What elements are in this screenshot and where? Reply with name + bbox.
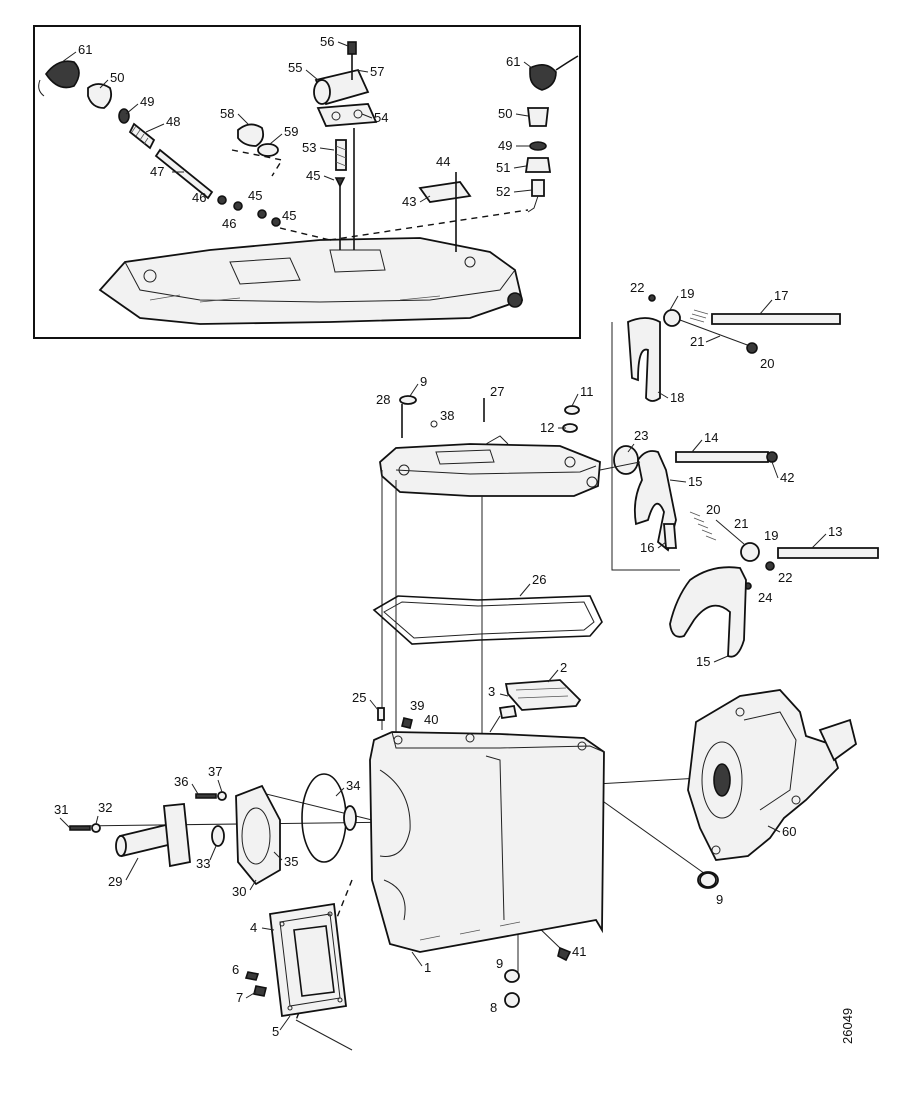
figure-code: 26049 [840,1008,855,1044]
label-14: 14 [704,430,718,445]
label-45-lower: 45 [306,168,320,183]
label-34: 34 [346,778,360,793]
label-46-upper: 46 [192,190,206,205]
inset-cover-housing [98,237,524,325]
label-48: 48 [166,114,180,129]
label-5: 5 [272,1024,279,1039]
label-22-upper: 22 [630,280,644,295]
top-cover [379,395,601,497]
label-58: 58 [220,106,234,121]
main-gearbox-case [369,679,605,1008]
inset-lever-assembly [313,41,378,250]
inset-linkage-left [38,60,331,241]
label-31: 31 [54,802,68,817]
label-42: 42 [780,470,794,485]
label-19-lower: 19 [764,528,778,543]
part-number-labels: 61 50 49 48 47 46 45 46 45 58 59 56 55 5… [54,34,855,1044]
label-61-right: 61 [506,54,520,69]
label-25: 25 [352,690,366,705]
label-20-upper: 20 [760,356,774,371]
label-49-left: 49 [140,94,154,109]
label-35: 35 [284,854,298,869]
label-24: 24 [758,590,772,605]
label-57: 57 [370,64,384,79]
label-13-right: 13 [828,524,842,539]
label-4: 4 [250,920,257,935]
label-61-left: 61 [78,42,92,57]
label-27: 27 [490,384,504,399]
label-33: 33 [196,856,210,871]
label-45-upper: 45 [248,188,262,203]
label-60: 60 [782,824,796,839]
input-shaft-group [69,773,357,886]
label-2: 2 [560,660,567,675]
label-55: 55 [288,60,302,75]
label-59: 59 [284,124,298,139]
label-21-upper: 21 [690,334,704,349]
label-7: 7 [236,990,243,1005]
label-21-lower: 21 [734,516,748,531]
shift-forks-assembly [611,294,879,658]
label-6: 6 [232,962,239,977]
label-43: 43 [402,194,416,209]
label-36: 36 [174,774,188,789]
label-44: 44 [436,154,450,169]
label-18: 18 [670,390,684,405]
label-1: 1 [424,960,431,975]
label-51: 51 [496,160,510,175]
bolt-9-right [699,872,717,888]
label-19-upper: 19 [680,286,694,301]
rear-housing [687,689,858,889]
label-45-middle: 45 [282,208,296,223]
label-15-upper: 15 [688,474,702,489]
label-11: 11 [580,384,594,399]
label-50-right: 50 [498,106,512,121]
label-52: 52 [496,184,510,199]
label-29: 29 [108,874,122,889]
label-3: 3 [488,684,495,699]
label-17: 17 [774,288,788,303]
label-28: 28 [376,392,390,407]
label-16: 16 [640,540,654,555]
label-50-left: 50 [110,70,124,85]
label-9-bottom: 9 [496,956,503,971]
label-39: 39 [410,698,424,713]
inset-sender-chain [524,55,579,213]
label-37: 37 [208,764,222,779]
label-15-lower: 15 [696,654,710,669]
label-56: 56 [320,34,334,49]
inset-detail-view [33,25,581,339]
inset-plate [329,172,529,252]
label-9-top: 9 [420,374,427,389]
cover-gasket [372,595,603,645]
label-8: 8 [490,1000,497,1015]
label-32: 32 [98,800,112,815]
label-49-right: 49 [498,138,512,153]
label-22-lower: 22 [778,570,792,585]
label-40: 40 [424,712,438,727]
label-20-lower: 20 [706,502,720,517]
label-46-lower: 46 [222,216,236,231]
label-53: 53 [302,140,316,155]
label-41: 41 [572,944,586,959]
label-47: 47 [150,164,164,179]
label-38: 38 [440,408,454,423]
label-23: 23 [634,428,648,443]
label-26: 26 [532,572,546,587]
label-30: 30 [232,884,246,899]
label-9-right: 9 [716,892,723,907]
label-54: 54 [374,110,388,125]
label-12: 12 [540,420,554,435]
side-cover-plate [244,902,347,1018]
